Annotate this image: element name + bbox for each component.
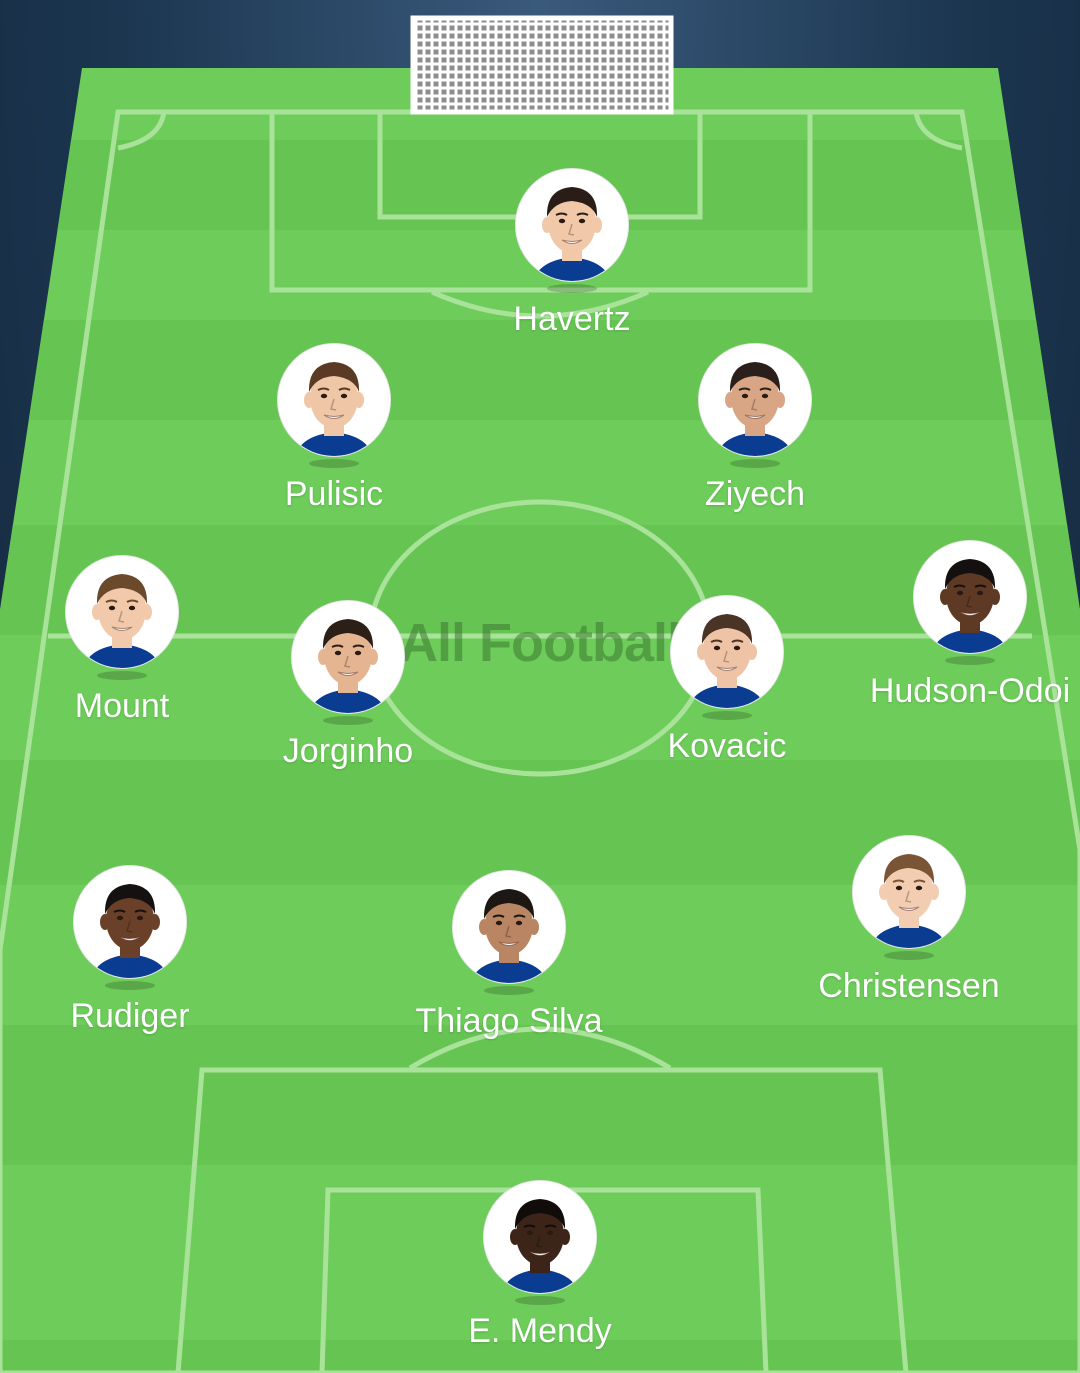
player-name: Thiago Silva [415,1002,603,1040]
player-name: Kovacic [667,727,787,765]
player-name: Ziyech [704,475,806,513]
player-photo [852,835,966,949]
player-name: Pulisic [284,475,384,513]
player-ziyech[interactable]: Ziyech [645,343,865,514]
player-rudiger[interactable]: Rudiger [20,865,240,1036]
player-photo [913,540,1027,654]
face-portrait [92,884,168,978]
player-photo [277,343,391,457]
player-name: Christensen [818,967,1000,1005]
face-portrait [84,574,160,668]
player-photo [452,870,566,984]
goal-net [410,15,674,115]
face-portrait [717,362,793,456]
player-thiago-silva[interactable]: Thiago Silva [399,870,619,1041]
player-photo [73,865,187,979]
player-havertz[interactable]: Havertz [462,168,682,339]
player-jorginho[interactable]: Jorginho [238,600,458,771]
face-portrait [534,187,610,281]
player-name: Havertz [513,300,631,338]
player-kovacic[interactable]: Kovacic [617,595,837,766]
face-portrait [502,1199,578,1293]
face-portrait [689,614,765,708]
player-hudson-odoi[interactable]: Hudson-Odoi [860,540,1080,711]
player-name: Mount [74,687,170,725]
player-mendy[interactable]: E. Mendy [430,1180,650,1351]
player-photo [483,1180,597,1294]
face-portrait [932,559,1008,653]
player-photo [291,600,405,714]
player-photo [65,555,179,669]
player-photo [698,343,812,457]
player-name: Jorginho [282,732,414,770]
face-portrait [310,619,386,713]
player-name: Rudiger [70,997,190,1035]
player-photo [515,168,629,282]
face-portrait [296,362,372,456]
player-name: E. Mendy [468,1312,612,1350]
player-pulisic[interactable]: Pulisic [224,343,444,514]
player-christensen[interactable]: Christensen [799,835,1019,1006]
player-photo [670,595,784,709]
face-portrait [471,889,547,983]
player-name: Hudson-Odoi [869,672,1071,710]
face-portrait [871,854,947,948]
player-mount[interactable]: Mount [12,555,232,726]
